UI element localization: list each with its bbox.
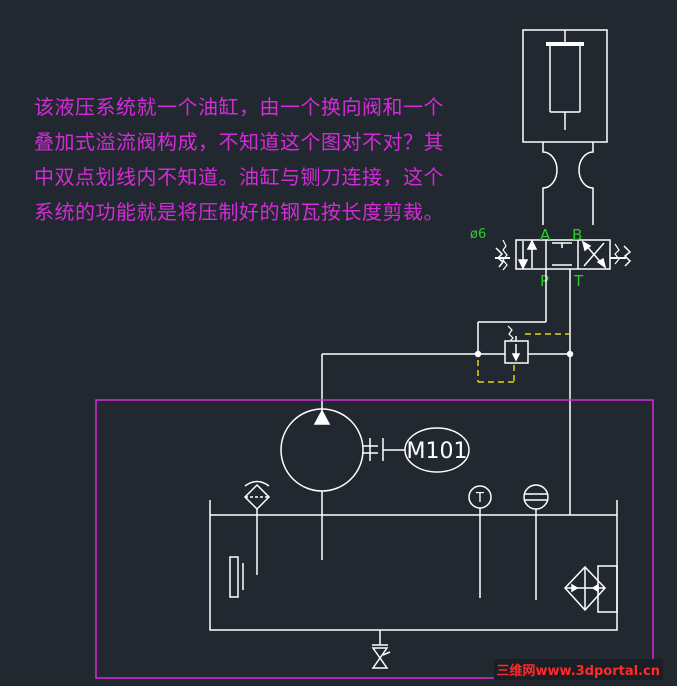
motor-label: M101 [407, 439, 468, 464]
watermark: 三维网www.3dportal.cn [493, 659, 663, 680]
hydraulic-lines [321, 269, 574, 515]
hydraulic-pump [280, 408, 405, 560]
oil-tank [209, 500, 618, 631]
electric-motor: M101 [404, 427, 470, 473]
valve-size-label: ø6 [470, 227, 486, 242]
thermometer-icon: T [468, 485, 492, 598]
relief-valve [504, 325, 529, 364]
line-break-symbol [542, 142, 594, 225]
port-t-label: T [573, 272, 584, 290]
description-text: 该液压系统就一个油缸，由一个换向阀和一个叠加式溢流阀构成，不知道这个图对不对？其… [34, 95, 444, 224]
thermometer-label: T [475, 491, 484, 506]
hydraulic-cylinder [522, 29, 608, 143]
directional-valve [495, 239, 632, 271]
return-filter-icon [523, 484, 549, 600]
drain-valve-icon [371, 630, 391, 669]
level-gauge-icon [229, 556, 244, 598]
port-b-label: B [572, 226, 582, 244]
port-a-label: A [540, 226, 551, 244]
system-boundary [95, 399, 654, 679]
heat-exchanger-icon [563, 565, 618, 613]
relief-valve-dashed-box [477, 333, 570, 383]
air-filter-icon [243, 480, 271, 575]
port-p-label: P [540, 272, 549, 290]
